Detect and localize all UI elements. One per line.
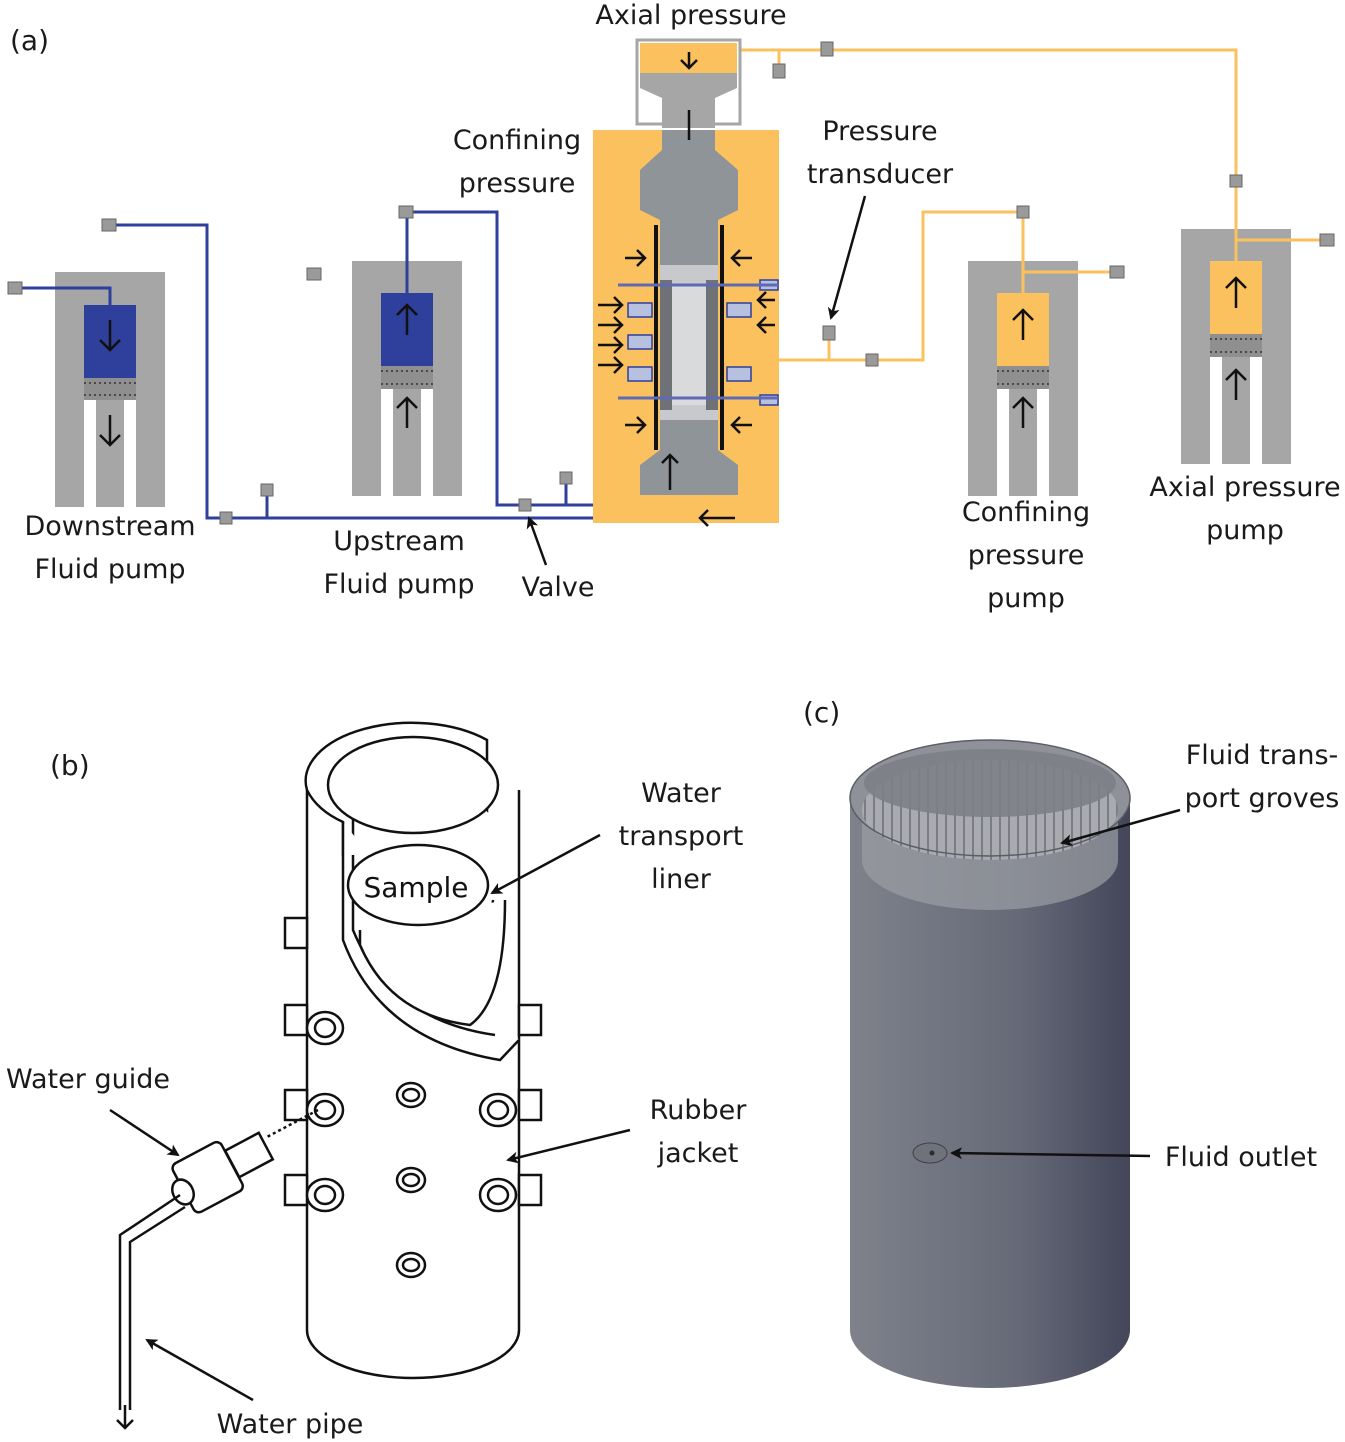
label-confining-pump-line3: pump [987,583,1065,614]
pressure-vessel [593,110,779,527]
label-confining-pump-line1: Confining [962,497,1090,528]
label-outlet: Fluid outlet [1165,1142,1317,1173]
panel-c: (c) Fluid trans- port groves Fluid outle… [803,696,1339,1388]
panel-b-label: (b) [50,749,90,782]
label-liner-line3: liner [651,864,712,895]
valve-arrow [526,516,548,566]
label-upstream-line2: Fluid pump [323,569,474,600]
label-sample: Sample [364,871,469,904]
label-rubber-line1: Rubber [650,1095,748,1126]
label-confining-pump-line2: pressure [968,540,1085,571]
label-rubber-line2: jacket [657,1138,739,1169]
sample [346,843,490,927]
label-confining-pressure-line1: Confining [453,125,581,156]
groves-arrow [1060,808,1181,847]
panel-a: (a) [7,0,1341,614]
water-pipe-arrow [145,1338,254,1402]
label-downstream-line2: Fluid pump [34,554,185,585]
label-groves-line2: port groves [1185,783,1340,814]
confining-pressure-pump [968,261,1078,496]
liner-arrow [490,833,601,895]
panel-b: (b) [6,721,748,1440]
label-pressure-transducer-line1: Pressure [822,116,937,147]
label-axial-pump-line1: Axial pressure [1149,472,1340,503]
panel-c-label: (c) [803,696,840,729]
water-pipe [116,1193,186,1430]
axial-pressure-pump [1181,229,1291,464]
rubber-arrow [506,1128,631,1164]
label-axial-pump-line2: pump [1206,515,1284,546]
label-pressure-transducer-line2: transducer [807,159,954,190]
downstream-pump [55,272,165,507]
label-valve: Valve [521,572,594,603]
rubber-jacket [283,721,543,1380]
label-groves-line1: Fluid trans- [1186,740,1339,771]
label-axial-pressure: Axial pressure [595,0,786,31]
jacket-ports [305,1010,518,1279]
label-water-guide: Water guide [6,1064,170,1095]
label-liner-line1: Water [641,778,722,809]
water-guide [171,1108,319,1214]
transducer-arrow [827,195,867,320]
panel-a-label: (a) [10,24,49,57]
upstream-pump [352,261,462,496]
outlet-arrow [950,1147,1151,1160]
label-water-pipe: Water pipe [217,1409,364,1440]
label-upstream-line1: Upstream [333,526,465,557]
water-guide-arrow [109,1108,180,1157]
label-liner-line2: transport [619,821,744,852]
valves [7,41,1335,525]
liner-cylinder [849,739,1131,1388]
label-confining-pressure-line2: pressure [459,168,576,199]
label-downstream-line1: Downstream [24,511,195,542]
